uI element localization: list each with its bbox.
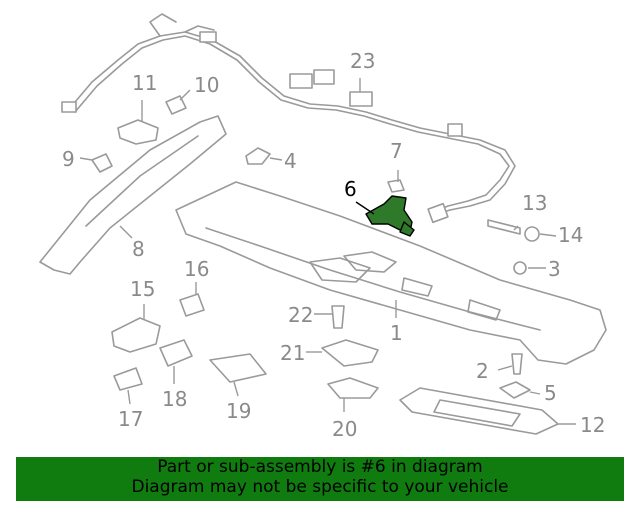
- callout-13: 13: [522, 191, 547, 215]
- callout-20: 20: [332, 417, 357, 441]
- callout-3: 3: [548, 257, 561, 281]
- callout-2: 2: [476, 359, 489, 383]
- bolt-22: [331, 305, 345, 329]
- callout-15: 15: [130, 277, 155, 301]
- callout-19: 19: [226, 399, 251, 423]
- stud-13: [487, 219, 521, 235]
- lamp-17: [113, 367, 143, 391]
- callout-23: 23: [350, 49, 375, 73]
- connector-11: [117, 119, 159, 145]
- lens-20: [327, 377, 379, 399]
- clip-9: [91, 153, 113, 173]
- info-banner: Part or sub-assembly is #6 in diagram Di…: [16, 457, 624, 501]
- callout-5: 5: [544, 381, 557, 405]
- callout-11: 11: [132, 71, 157, 95]
- garnish-12: [399, 387, 559, 435]
- callout-12: 12: [580, 413, 605, 437]
- callout-17: 17: [118, 407, 143, 431]
- wiring-harness: [61, 13, 516, 224]
- harness-end-plug: [427, 202, 449, 224]
- banner-line-2: Diagram may not be specific to your vehi…: [131, 477, 509, 497]
- pillar-trim: [39, 115, 227, 275]
- callout-4: 4: [284, 149, 297, 173]
- nut-3: [513, 261, 527, 275]
- highlighted-part-6: [365, 195, 415, 237]
- callout-9: 9: [62, 147, 75, 171]
- roof-panel: [175, 181, 607, 365]
- pad-5: [499, 381, 531, 399]
- bracket-18: [159, 339, 193, 367]
- callout-6: 6: [344, 177, 357, 201]
- pad-21: [321, 339, 379, 367]
- nut-7: [387, 179, 405, 193]
- callout-16: 16: [184, 257, 209, 281]
- module-15: [111, 317, 161, 353]
- harness-connector-right: [349, 91, 373, 107]
- leader-lines: [79, 78, 576, 425]
- harness-connector-center2: [313, 69, 335, 85]
- callout-18: 18: [162, 387, 187, 411]
- clip-16: [179, 293, 205, 317]
- harness-connector-left: [61, 101, 77, 113]
- parts-diagram: 23 11 10 9 4 7 6 13 14 3 8 16 15 22 1 21…: [39, 13, 607, 441]
- bracket-4: [245, 147, 271, 165]
- harness-connector-top: [199, 31, 217, 43]
- callout-14: 14: [558, 223, 583, 247]
- harness-connector-far: [447, 123, 463, 137]
- clip-10: [165, 95, 187, 115]
- callout-1: 1: [390, 321, 403, 345]
- cover-19: [209, 353, 267, 383]
- nut-14: [524, 226, 540, 242]
- callout-8: 8: [132, 237, 145, 261]
- bolt-2: [511, 353, 523, 375]
- callout-10: 10: [194, 73, 219, 97]
- harness-connector-center: [289, 73, 313, 89]
- callout-21: 21: [280, 341, 305, 365]
- callout-22: 22: [288, 303, 313, 327]
- banner-line-1: Part or sub-assembly is #6 in diagram: [157, 457, 483, 477]
- callout-7: 7: [390, 139, 403, 163]
